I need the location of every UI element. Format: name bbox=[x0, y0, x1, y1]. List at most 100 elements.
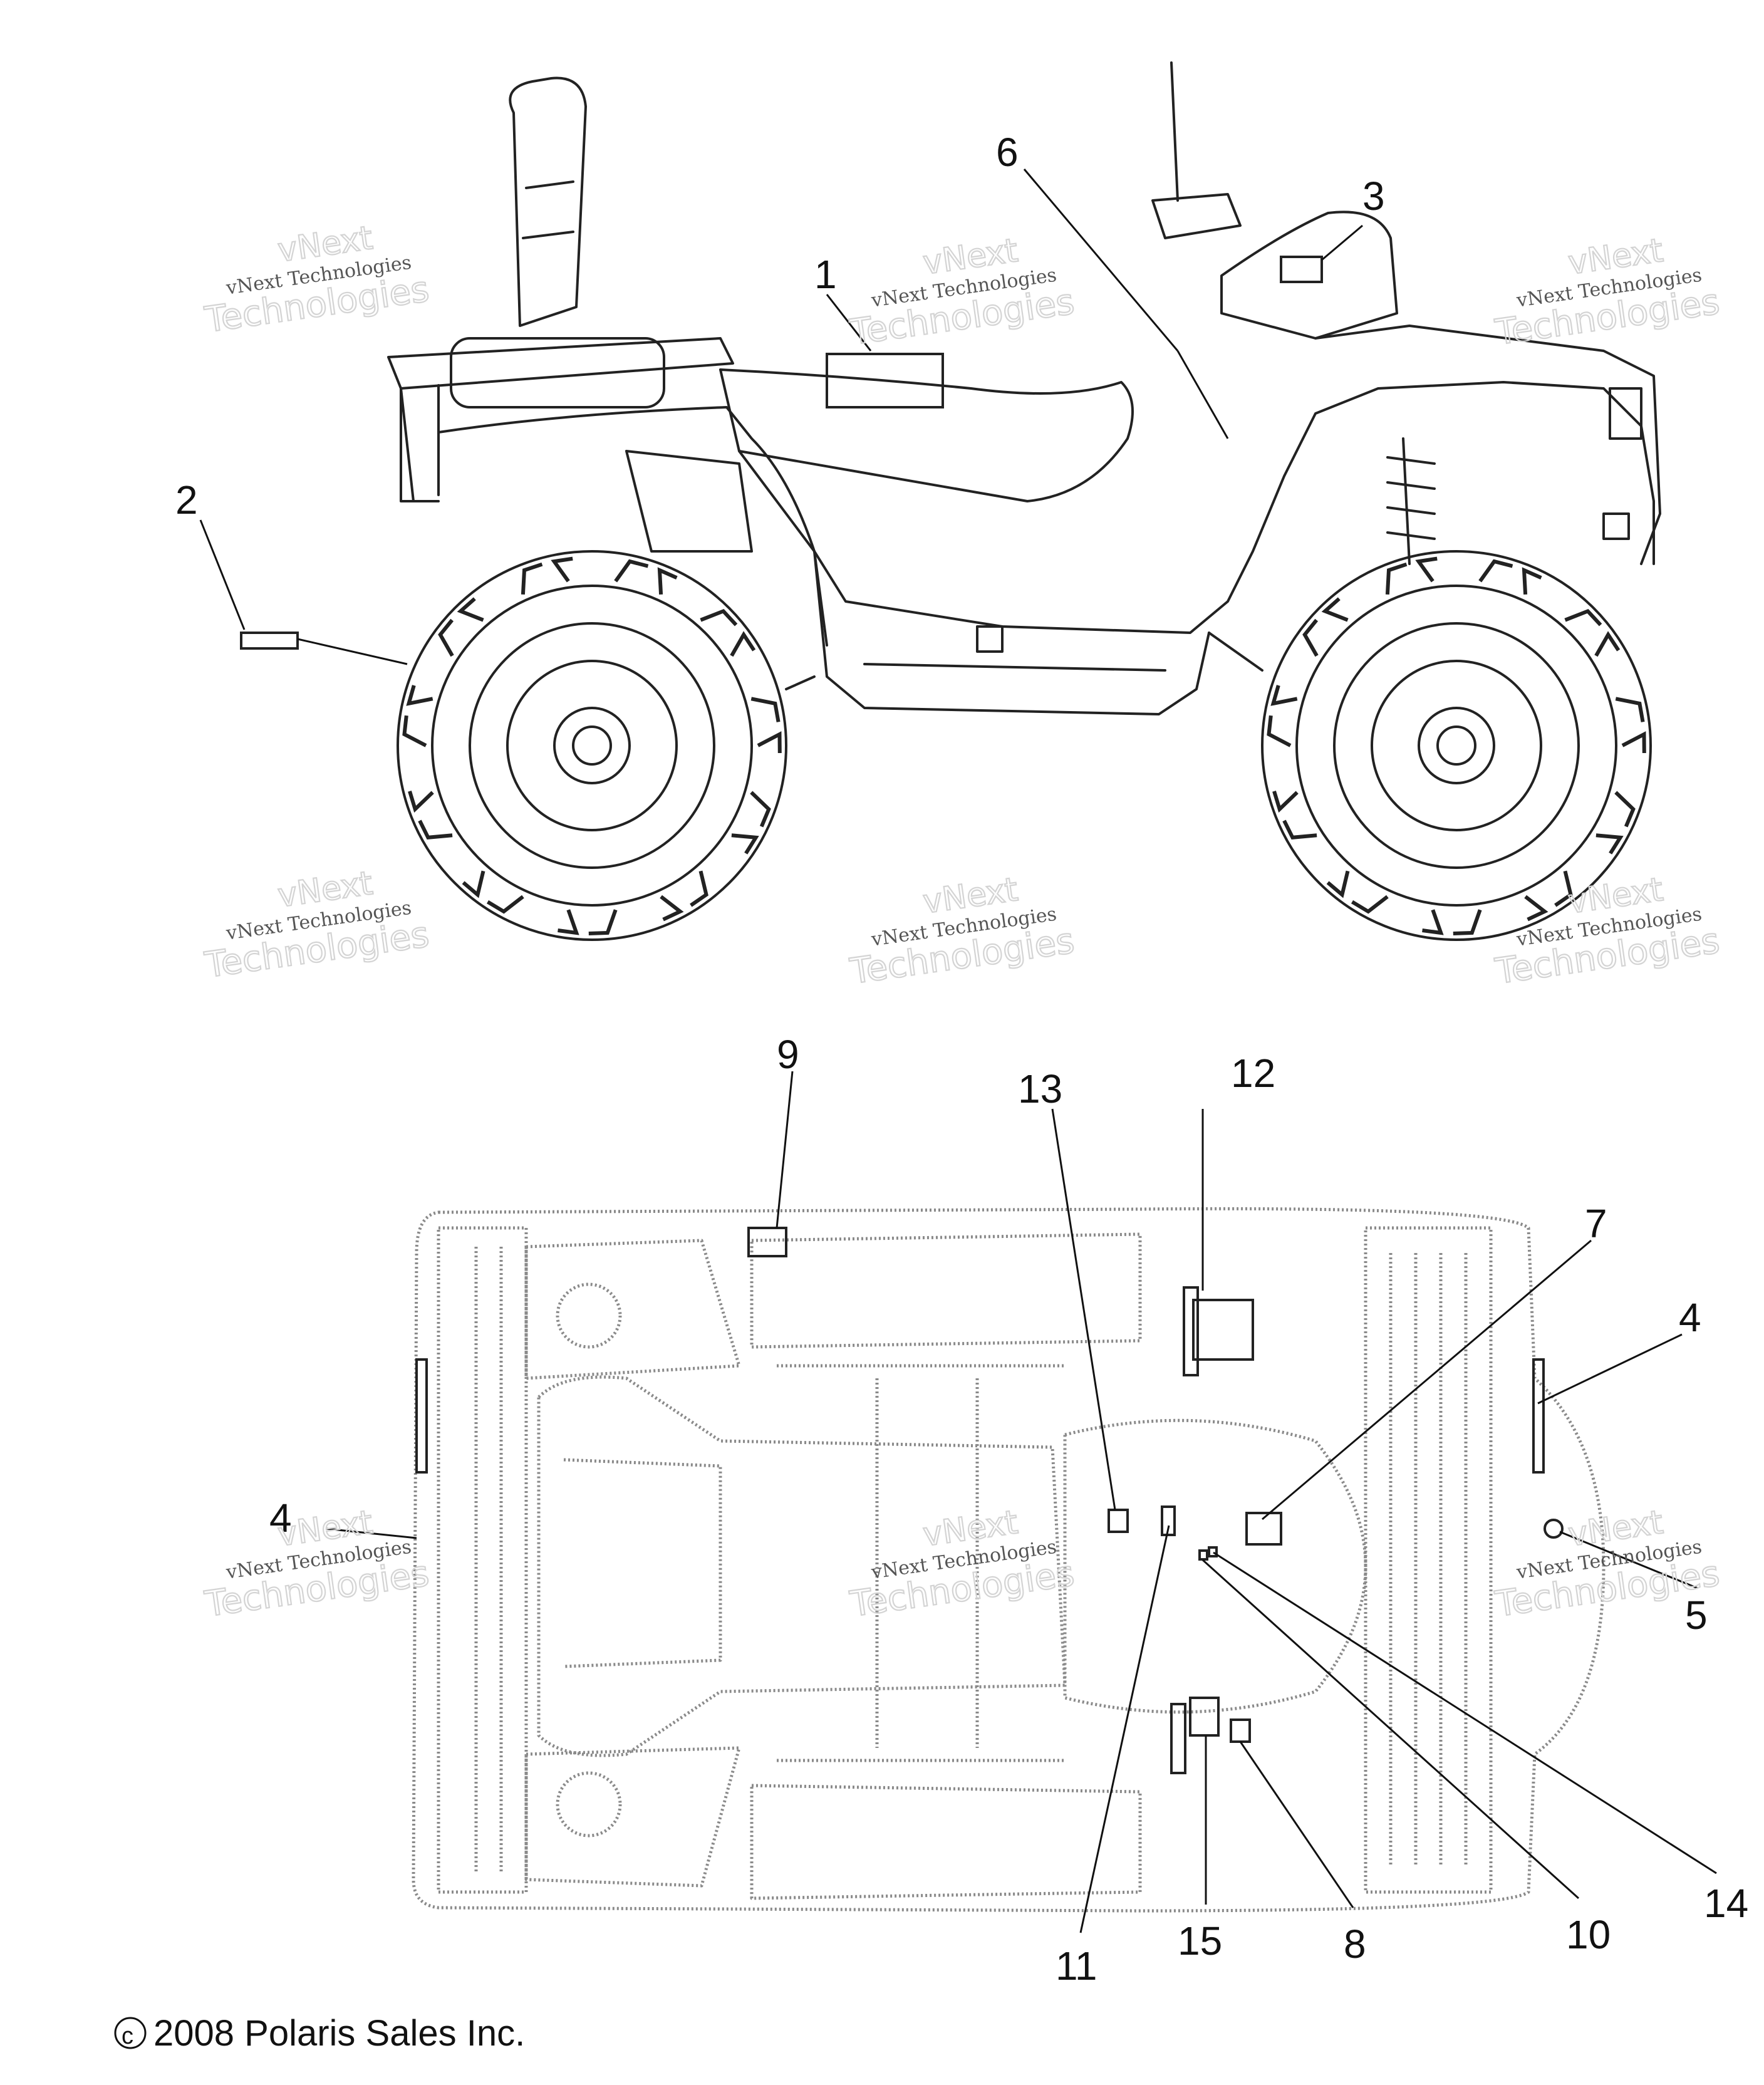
decal-1 bbox=[826, 353, 944, 408]
leader-lines bbox=[199, 169, 1717, 1933]
tread-mark bbox=[551, 556, 573, 583]
tread-mark bbox=[1478, 559, 1513, 583]
tread-mark bbox=[457, 597, 484, 622]
callout-7: 7 bbox=[1585, 1201, 1607, 1246]
tread-mark bbox=[1595, 833, 1624, 855]
tread-mark bbox=[730, 631, 756, 657]
callout-12: 12 bbox=[1231, 1051, 1275, 1096]
tread-mark bbox=[660, 895, 684, 922]
front-rack-top bbox=[1364, 1226, 1493, 1894]
decal-9 bbox=[747, 1227, 787, 1257]
callout-1: 1 bbox=[814, 252, 837, 297]
decal-10 bbox=[1198, 1549, 1208, 1561]
tread-mark bbox=[1282, 819, 1317, 840]
tread-mark bbox=[408, 791, 434, 813]
footwell bbox=[813, 550, 1210, 715]
tread-mark bbox=[486, 895, 524, 914]
tread-mark bbox=[588, 909, 618, 935]
front-cowl bbox=[1220, 211, 1398, 340]
tread-mark bbox=[1422, 909, 1444, 935]
tread-mark bbox=[1302, 618, 1319, 657]
rear-fender bbox=[437, 406, 828, 647]
rear-rack bbox=[387, 337, 734, 390]
callout-5: 5 bbox=[1685, 1593, 1708, 1638]
tread-mark bbox=[418, 819, 453, 840]
tread-mark bbox=[462, 870, 485, 898]
tread-mark bbox=[1522, 567, 1542, 595]
body-side bbox=[738, 381, 1655, 634]
atv-side-view bbox=[387, 61, 1661, 941]
rear-wheel bbox=[397, 550, 787, 941]
decal-14 bbox=[1208, 1546, 1218, 1557]
tread-mark bbox=[1453, 909, 1482, 935]
callout-10: 10 bbox=[1566, 1912, 1611, 1957]
top-decals bbox=[415, 1227, 1564, 1774]
callout-6: 6 bbox=[996, 130, 1019, 175]
copyright-symbol-letter: c bbox=[122, 2023, 133, 2049]
tread-mark bbox=[521, 562, 543, 595]
callout-4-right: 4 bbox=[1679, 1295, 1701, 1340]
tread-mark bbox=[750, 697, 781, 722]
callout-4-left: 4 bbox=[269, 1495, 292, 1541]
tread-mark bbox=[1621, 731, 1646, 754]
callout-14: 14 bbox=[1704, 1881, 1748, 1926]
copyright-line: c 2008 Polaris Sales Inc. bbox=[114, 2013, 525, 2054]
tread-mark bbox=[1270, 685, 1298, 706]
copyright-text: 2008 Polaris Sales Inc. bbox=[153, 2013, 525, 2054]
tread-mark bbox=[731, 833, 759, 855]
tread-mark bbox=[406, 685, 433, 706]
decal-13 bbox=[1108, 1509, 1129, 1533]
tread-mark bbox=[1564, 608, 1602, 627]
tread-mark bbox=[1272, 791, 1299, 813]
callout-9: 9 bbox=[777, 1032, 799, 1077]
callout-8: 8 bbox=[1344, 1921, 1366, 1967]
tread-mark bbox=[402, 715, 427, 747]
tread-mark bbox=[1614, 791, 1636, 828]
atv-top-view bbox=[412, 1207, 1606, 1913]
decal-4-left bbox=[415, 1358, 428, 1474]
front-fender bbox=[1314, 325, 1661, 565]
tread-mark bbox=[750, 791, 771, 828]
copyright-symbol-icon bbox=[114, 2017, 147, 2049]
tread-mark bbox=[1321, 597, 1349, 622]
tread-mark bbox=[1594, 631, 1621, 657]
rear-rack-top bbox=[437, 1226, 528, 1894]
tread-mark bbox=[757, 731, 782, 754]
backrest bbox=[509, 76, 587, 327]
tread-mark bbox=[700, 608, 738, 627]
tread-mark bbox=[657, 567, 678, 595]
decal-4-right bbox=[1532, 1358, 1545, 1474]
front-wheel bbox=[1261, 550, 1652, 941]
decal-2 bbox=[240, 632, 299, 650]
tread-mark bbox=[558, 909, 579, 935]
tread-mark bbox=[1351, 895, 1389, 914]
tread-mark bbox=[614, 559, 649, 583]
tread-mark bbox=[1554, 870, 1573, 907]
decal-15-strip bbox=[1170, 1703, 1186, 1774]
tread-mark bbox=[438, 618, 454, 657]
callout-2: 2 bbox=[175, 477, 198, 523]
side-decals bbox=[240, 256, 1323, 650]
decal-3 bbox=[1280, 256, 1323, 283]
decal-12 bbox=[1192, 1299, 1254, 1361]
top-outline bbox=[412, 1207, 1606, 1913]
tread-mark bbox=[690, 870, 708, 907]
decal-15 bbox=[1189, 1697, 1220, 1737]
decal-7 bbox=[1245, 1512, 1282, 1546]
front-shock bbox=[1386, 437, 1436, 565]
callout-15: 15 bbox=[1178, 1918, 1222, 1963]
callout-numbers: 1 2 3 6 9 13 12 7 4 4 5 14 10 11 15 8 bbox=[175, 130, 1748, 1989]
decal-11 bbox=[1161, 1505, 1176, 1536]
seat bbox=[719, 368, 1134, 502]
callout-13: 13 bbox=[1018, 1066, 1062, 1111]
decal-5 bbox=[1544, 1519, 1564, 1539]
